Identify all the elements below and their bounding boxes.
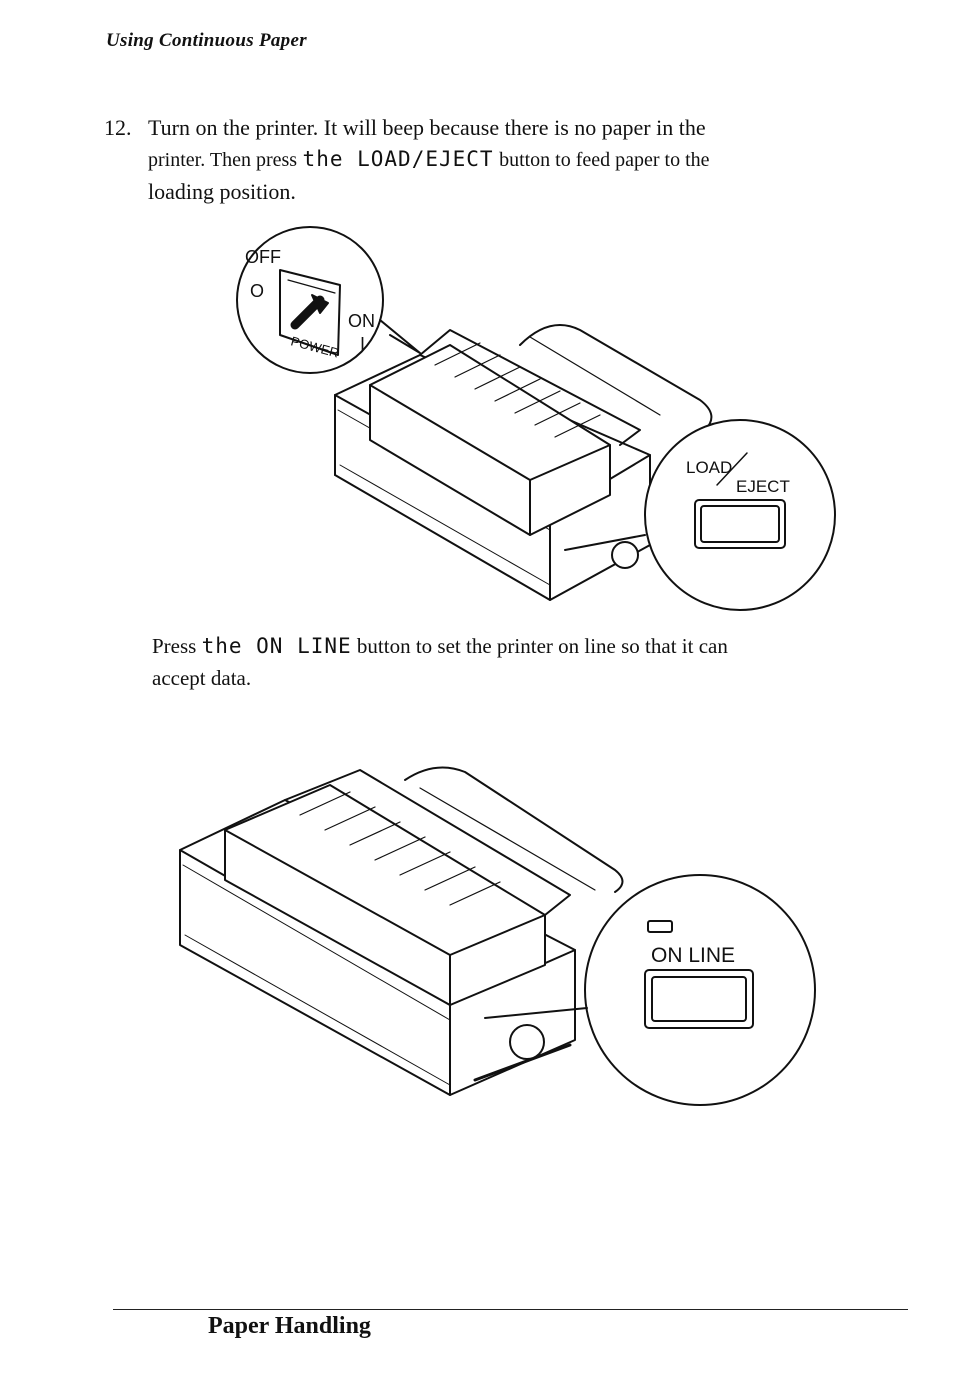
step-line-2-end: button to feed paper to the <box>499 149 710 171</box>
step-line-2: printer. Then press the LOAD/EJECT butto… <box>148 143 854 176</box>
online-key-text: the ON LINE <box>201 634 352 658</box>
switch-on-symbol: I <box>360 334 365 354</box>
load-label: LOAD <box>686 458 732 477</box>
load-eject-key-text: the LOAD/EJECT <box>302 147 494 171</box>
step-12: 12. Turn on the printer. It will beep be… <box>104 112 854 207</box>
switch-on-label: ON <box>348 311 375 331</box>
switch-off-symbol: O <box>250 281 264 301</box>
online-button-label: ON LINE <box>651 944 735 967</box>
figure-load-eject: OFF O ON I POWER LOAD EJECT <box>220 215 840 620</box>
footer-rule <box>113 1309 908 1310</box>
step-line-3: loading position. <box>148 179 296 204</box>
step-line-2-start: printer. Then press <box>148 149 298 171</box>
step-text: Turn on the printer. It will beep becaus… <box>148 112 854 207</box>
switch-off-label: OFF <box>245 247 281 267</box>
figure-on-line: ON LINE <box>175 760 820 1110</box>
online-line-1-start: Press <box>152 634 197 658</box>
step-line-1: Turn on the printer. It will beep becaus… <box>148 115 706 140</box>
footer-section-title: Paper Handling <box>208 1313 371 1339</box>
online-line-2: accept data. <box>152 666 252 690</box>
step-number: 12. <box>104 115 132 140</box>
eject-label: EJECT <box>736 477 790 496</box>
power-switch-label: POWER <box>289 333 340 360</box>
online-paragraph: Press the ON LINE button to set the prin… <box>152 630 852 694</box>
running-head: Using Continuous Paper <box>106 30 307 51</box>
online-line-1-end: button to set the printer on line so tha… <box>356 634 728 658</box>
online-line-1: Press the ON LINE button to set the prin… <box>152 630 852 662</box>
